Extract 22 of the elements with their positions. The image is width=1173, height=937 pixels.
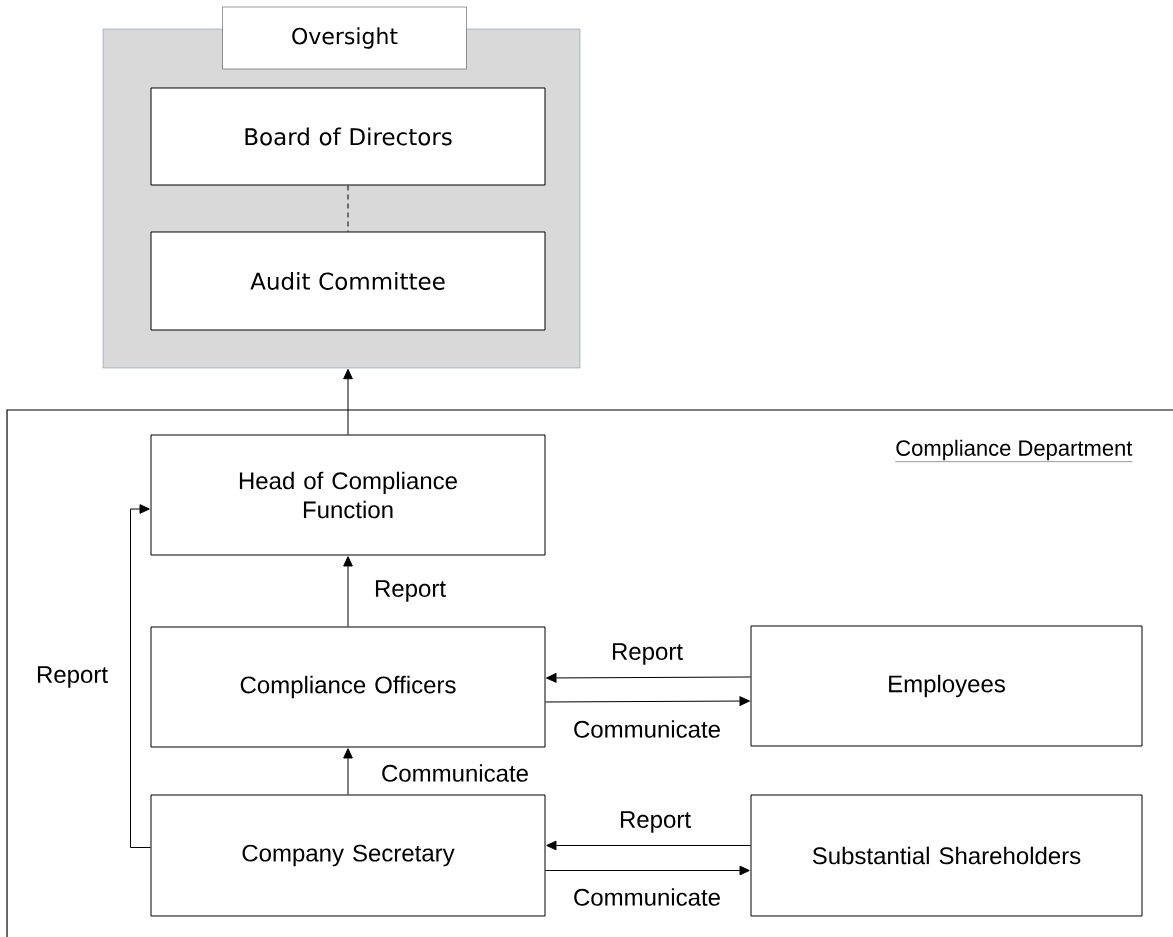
arrow (343, 748, 353, 795)
arrow (343, 556, 353, 627)
edge-label: Communicate (572, 719, 723, 739)
edge-label: Communicate (380, 763, 531, 783)
arrow (546, 673, 751, 683)
edge-label: Report (610, 642, 685, 666)
process-box: Substantial Shareholders (750, 794, 1143, 917)
arrow (343, 368, 353, 435)
edge-label: Report (373, 579, 447, 603)
arrow (546, 840, 751, 851)
process-box: Company Secretary (150, 794, 546, 917)
process-box: Audit Committee (150, 231, 546, 331)
arrow (545, 696, 750, 706)
arrow (545, 865, 750, 876)
process-box: Head of Compliance Function (150, 434, 546, 556)
edge-label: Report (618, 810, 692, 834)
process-box: Employees (750, 625, 1143, 747)
edge-label: Communicate (572, 887, 723, 907)
arrow (130, 504, 151, 848)
edge-label: Report (35, 665, 110, 689)
process-box: Board of Directors (150, 87, 546, 186)
process-box: Compliance Officers (150, 626, 546, 748)
